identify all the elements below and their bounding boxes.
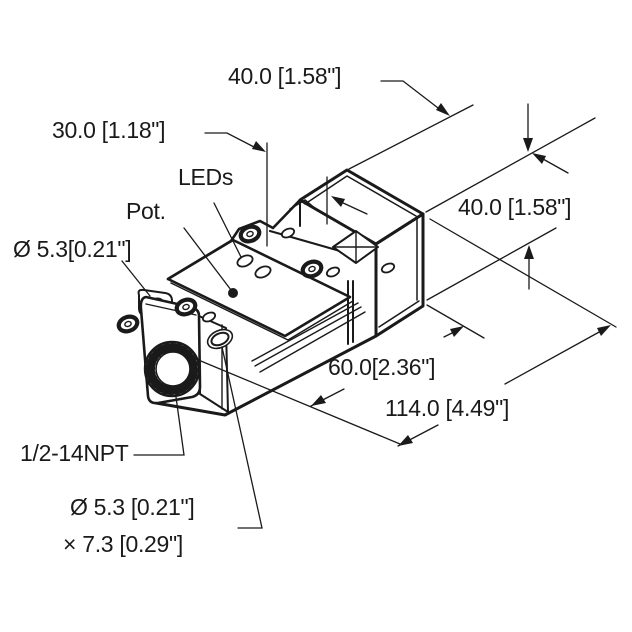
extension-line-head-bottom-ne: [426, 227, 557, 301]
leader-conduit: [133, 396, 185, 456]
dimension-arrowheads: [252, 103, 611, 446]
label-leds: LEDs: [178, 164, 234, 190]
extension-line-front-sw: [195, 358, 401, 445]
leader-leds: [213, 202, 242, 258]
head-top-bevel: [304, 175, 417, 217]
label-dim-overall-length: 114.0 [4.49"]: [385, 395, 510, 421]
conduit-thread-hatch: [146, 343, 198, 395]
label-conduit-thread: 1/2-14NPT: [20, 440, 129, 466]
slot-hole: [210, 331, 230, 347]
head-active-face-inner: [378, 218, 420, 328]
cover-thickness-edge: [170, 282, 354, 341]
arrow-tail-cover-right: [340, 201, 368, 215]
extension-line-body-se: [426, 304, 485, 339]
terminal-cover-plate: [166, 238, 352, 338]
leader-slot-hole: [221, 346, 263, 529]
label-dim-head-height: 40.0 [1.58"]: [458, 194, 572, 220]
junction-step: [289, 199, 319, 212]
label-dim-cover-width: 30.0 [1.18"]: [52, 117, 166, 143]
label-slot-depth: × 7.3 [0.29"]: [63, 531, 183, 557]
leader-dim-head-width: [380, 80, 443, 112]
pot-dot: [228, 288, 238, 298]
conduit-thread-outer: [143, 340, 201, 398]
leader-pot: [183, 227, 232, 291]
terminal-screws: [116, 224, 324, 334]
leader-mount-hole: [121, 260, 151, 297]
conduit-thread-inner: [155, 351, 191, 387]
extension-line-overall-ne: [429, 218, 617, 328]
label-pot: Pot.: [126, 198, 166, 224]
label-dim-body-length: 60.0[2.36"]: [328, 354, 436, 380]
clamp-holes: [201, 227, 396, 323]
leader-dim-cover: [204, 132, 255, 148]
clamp-bracket-cross: [332, 230, 379, 264]
label-mount-hole: Ø 5.3[0.21"]: [13, 236, 132, 262]
led-holes: [236, 254, 272, 279]
dim-line-overall-length: [397, 330, 602, 447]
label-dim-head-width: 40.0 [1.58"]: [228, 63, 342, 89]
extension-line-head-top-ne: [425, 117, 596, 213]
arrow-tail-head-width-right: [542, 158, 569, 174]
body-front-vertical-edges: [347, 280, 354, 345]
body-bottom-edge: [154, 334, 378, 417]
label-slot-diameter: Ø 5.3 [0.21"]: [70, 494, 195, 520]
extension-line-head-nw: [348, 104, 474, 170]
